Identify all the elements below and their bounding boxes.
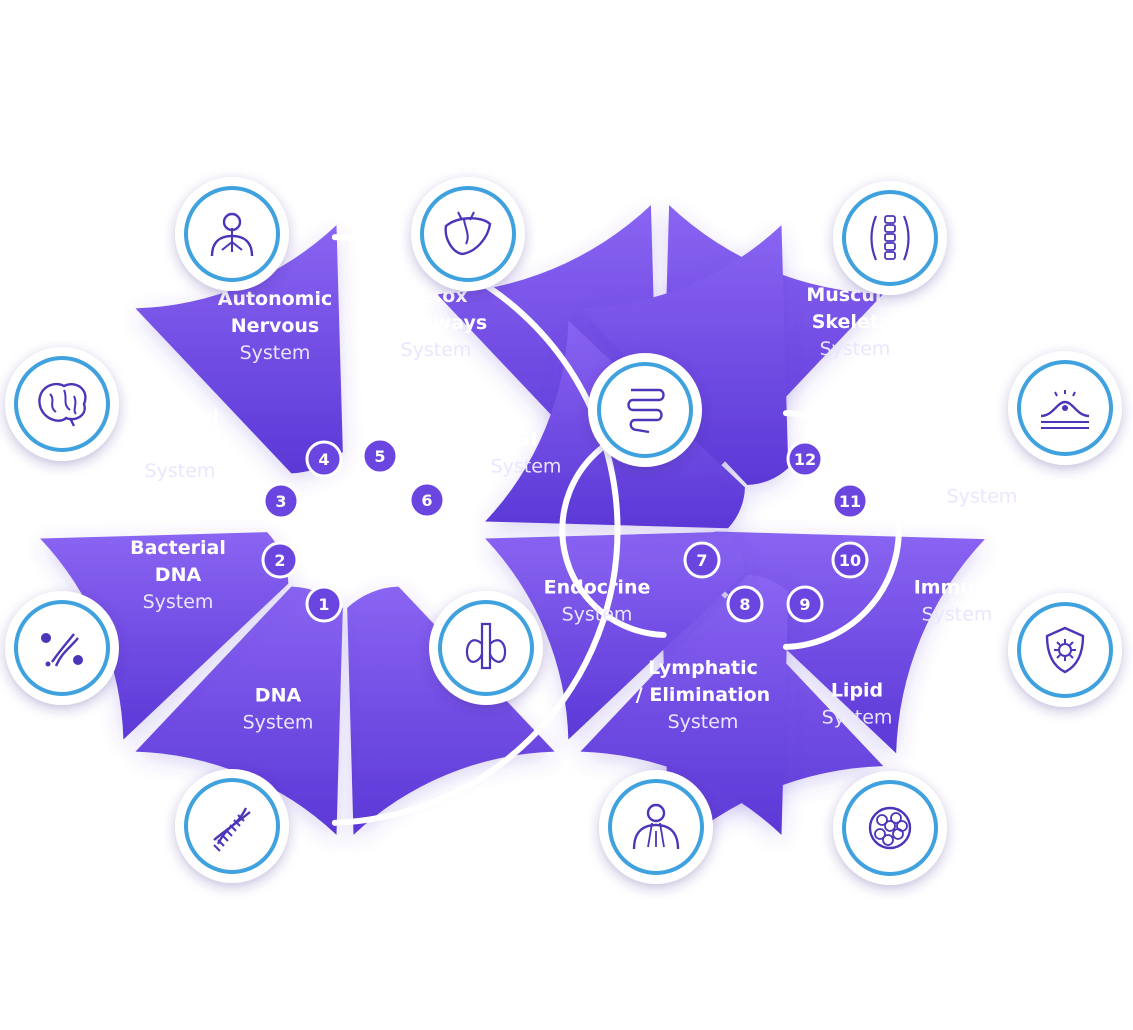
segment-subtitle: System	[143, 591, 214, 613]
segment-title: Detox	[404, 285, 467, 307]
segment-title: Immune	[914, 577, 1001, 599]
segment-subtitle: System	[145, 460, 216, 482]
icon-badge-7	[429, 591, 543, 705]
segment-subtitle: System	[820, 338, 891, 360]
number-badge-text: 5	[374, 447, 385, 466]
number-badge	[305, 585, 343, 623]
segment-title: Nervous	[136, 433, 224, 455]
segment-subtitle: System	[822, 707, 893, 729]
segment-title: DNA	[155, 564, 202, 586]
icon-badge-3	[5, 347, 119, 461]
icon-badge-5	[411, 177, 525, 291]
segment-subtitle: System	[922, 604, 993, 626]
segment-subtitle: System	[562, 604, 633, 626]
number-badge-text: 6	[421, 491, 432, 510]
bacteria-dna-icon	[41, 633, 83, 667]
icon-badge-6	[588, 353, 702, 467]
icon-badge-4	[175, 177, 289, 291]
number-badge-text: 10	[839, 551, 861, 570]
inner-ring-right	[782, 410, 902, 650]
number-badge	[786, 440, 824, 478]
number-badge	[361, 437, 399, 475]
intestine-icon	[627, 388, 665, 434]
icons-layer	[5, 177, 1122, 885]
segment-subtitle: System	[491, 456, 562, 478]
segment-2	[135, 586, 343, 835]
segment-title: / Elimination	[636, 684, 770, 706]
number-badge	[831, 541, 869, 579]
segment-3	[40, 532, 289, 740]
segment-subtitle: System	[240, 342, 311, 364]
number-badge-text: 9	[799, 595, 810, 614]
icon-badge-9	[833, 771, 947, 885]
segment-title: GI	[515, 429, 538, 451]
spine-icon	[870, 215, 910, 261]
shield-virus-icon	[1045, 626, 1085, 674]
number-badge-text: 12	[794, 450, 816, 469]
number-badge	[683, 541, 721, 579]
segment-title: Autonomic	[218, 288, 333, 310]
segment-title: Lymphatic	[648, 657, 758, 679]
inflammation-icon	[1040, 390, 1090, 429]
liver-icon	[444, 211, 492, 256]
number-badge	[726, 585, 764, 623]
segment-title: Central	[141, 406, 219, 428]
segment-title: Skeletal	[812, 311, 899, 333]
human-nervous-icon	[210, 212, 254, 257]
icon-badge-11	[1008, 351, 1122, 465]
number-badge-text: 8	[739, 595, 750, 614]
number-badge	[831, 482, 869, 520]
number-badge	[408, 481, 446, 519]
segment-subtitle: System	[243, 712, 314, 734]
segment-subtitle: System	[401, 339, 472, 361]
thyroid-icon	[465, 622, 507, 670]
number-badge	[786, 585, 824, 623]
icon-badge-8	[599, 770, 713, 884]
icon-badge-10	[1008, 593, 1122, 707]
segment-subtitle: System	[668, 711, 739, 733]
icon-badge-1	[175, 769, 289, 883]
number-badge	[305, 440, 343, 478]
segment-title: Inflammatory	[910, 459, 1054, 481]
segment-9	[580, 575, 789, 835]
lymphatic-body-icon	[632, 803, 680, 850]
labels-layer: DNASystemBacterialDNASystemCentralNervou…	[130, 284, 1054, 734]
segment-title: Pathways	[385, 312, 487, 334]
number-badge-text: 4	[318, 450, 329, 469]
number-badge-text: 11	[839, 492, 861, 511]
segment-title: Endocrine	[544, 577, 651, 599]
segment-4	[135, 225, 343, 474]
segment-title: DNA	[255, 685, 302, 707]
icon-badge-12	[833, 181, 947, 295]
lipid-cell-icon	[868, 806, 912, 850]
segment-12	[580, 225, 789, 485]
segment-1	[347, 586, 555, 835]
number-badge-text: 7	[696, 551, 707, 570]
segment-title: Nervous	[231, 315, 319, 337]
icon-badge-2	[5, 591, 119, 705]
number-badge-text: 3	[275, 492, 286, 511]
number-badge-text: 1	[318, 595, 329, 614]
segment-10	[485, 531, 745, 740]
brain-icon	[38, 382, 87, 427]
segment-subtitle: System	[947, 486, 1018, 508]
number-badge	[261, 541, 299, 579]
dna-icon	[213, 807, 251, 852]
number-badge-text: 2	[274, 551, 285, 570]
segment-title: Bacterial	[130, 537, 226, 559]
number-badge	[262, 482, 300, 520]
segment-title: Lipid	[831, 680, 883, 702]
